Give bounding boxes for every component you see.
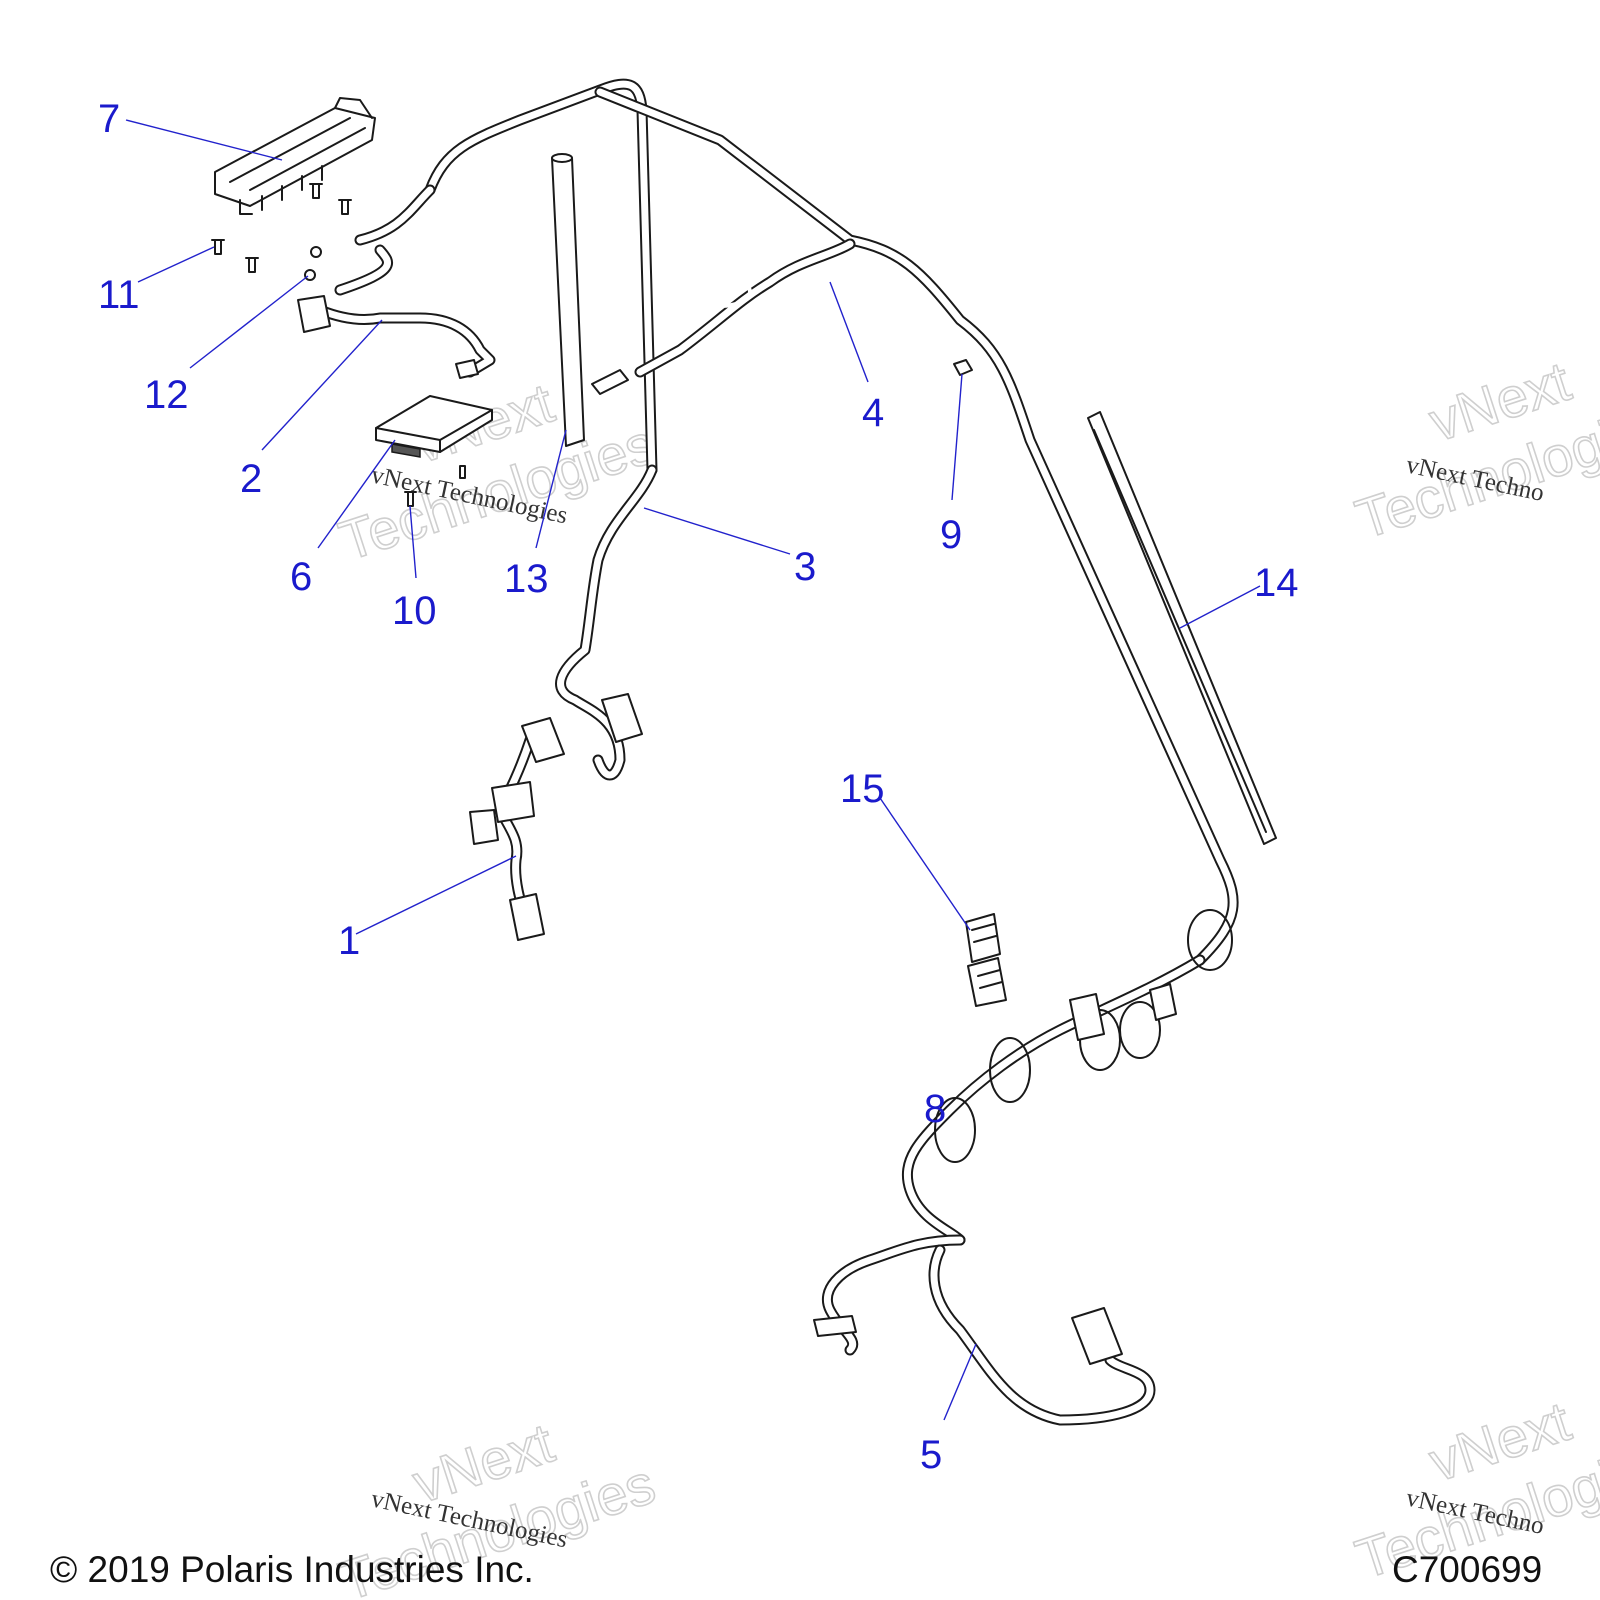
leader-5 [943, 1343, 977, 1421]
callout-4: 4 [862, 391, 884, 435]
part-13-rod [551, 153, 585, 447]
part-2-harness [297, 295, 496, 379]
part-14-strip [1087, 411, 1277, 845]
callout-5: 5 [920, 1433, 942, 1477]
callout-labels: 7 11 12 2 6 10 13 3 4 9 14 15 8 1 5 [98, 97, 1299, 1477]
callout-10: 10 [392, 589, 437, 633]
leader-2 [261, 319, 383, 451]
callout-12: 12 [144, 373, 189, 417]
part-12-nuts [304, 246, 322, 281]
copyright-text: © 2019 Polaris Industries Inc. [50, 1549, 534, 1590]
leader-12 [189, 275, 309, 369]
part-7-relay-bracket [214, 97, 376, 215]
watermark-right: vNext Technologies [1348, 348, 1600, 551]
part-8-harness [901, 909, 1233, 1246]
leader-10 [409, 505, 417, 579]
callout-3: 3 [794, 545, 816, 589]
leader-7 [125, 119, 283, 161]
leader-14 [1179, 585, 1261, 629]
leader-11 [137, 246, 215, 283]
leader-9 [951, 373, 963, 501]
callout-2: 2 [240, 457, 262, 501]
part-3-harness [555, 464, 658, 781]
part-9-clip [953, 359, 973, 376]
callout-8: 8 [924, 1087, 946, 1131]
part-6-control-module [375, 395, 493, 458]
part-15-connectors [965, 913, 1007, 1007]
harness-branch-4 [591, 238, 856, 395]
callout-9: 9 [940, 513, 962, 557]
callout-1: 1 [338, 919, 360, 963]
callout-14: 14 [1254, 561, 1299, 605]
leader-4 [829, 281, 869, 383]
part-1-harness [469, 717, 565, 941]
leader-15 [879, 797, 971, 931]
part-10-screw [404, 465, 466, 507]
leader-13 [535, 429, 567, 549]
callout-15: 15 [840, 767, 885, 811]
harness-main-overhead [334, 78, 1239, 966]
callout-13: 13 [504, 557, 549, 601]
callout-11: 11 [98, 273, 140, 317]
leader-3 [643, 507, 791, 555]
part-11-screws [211, 183, 352, 273]
leader-lines [125, 119, 1261, 1421]
leader-6 [317, 439, 396, 549]
callout-6: 6 [290, 555, 312, 599]
drawing-number: C700699 [1392, 1549, 1542, 1590]
part-5-harness [813, 1234, 1156, 1426]
callout-7: 7 [98, 97, 120, 141]
leader-1 [355, 855, 517, 935]
